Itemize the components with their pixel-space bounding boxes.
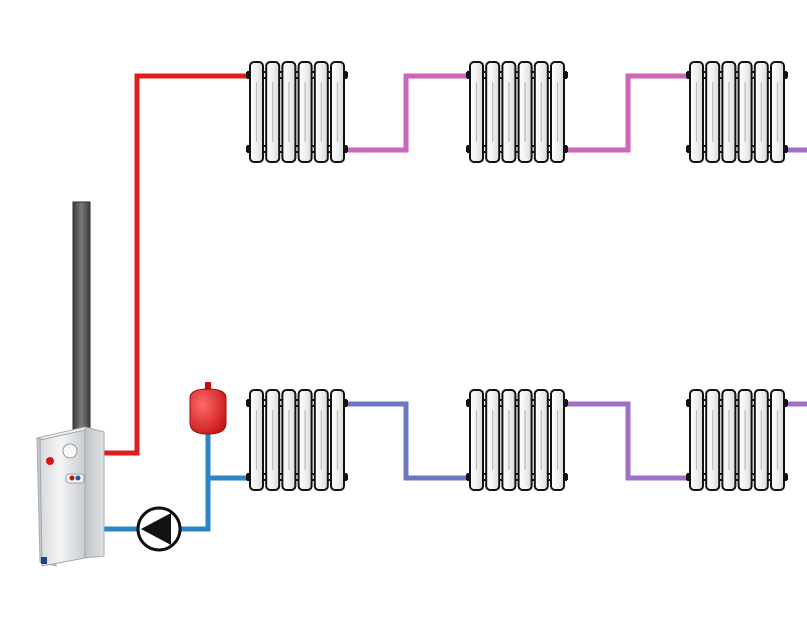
return-pipe — [180, 475, 250, 532]
radiator-end-cap — [784, 400, 788, 406]
supply-pipe — [104, 73, 250, 456]
gas-boiler-icon — [36, 426, 105, 567]
lower-link-pipe-1 — [346, 401, 470, 481]
radiator-end-cap — [564, 400, 568, 406]
chimney-pipe-icon — [72, 201, 91, 431]
radiator-end-cap — [344, 72, 348, 78]
radiator-end-cap — [246, 72, 250, 78]
upper-link-pipe-1 — [346, 73, 470, 153]
lower-link-pipe-2 — [566, 401, 690, 481]
pipework — [104, 73, 807, 532]
radiator-lower-2 — [466, 389, 568, 491]
radiator-end-cap — [784, 474, 788, 480]
radiator-end-cap — [564, 474, 568, 480]
radiator-end-cap — [686, 146, 690, 152]
circulation-pump-icon — [136, 506, 182, 552]
radiator-end-cap — [686, 474, 690, 480]
radiator-end-cap — [564, 72, 568, 78]
radiator-upper-2 — [466, 61, 568, 163]
radiator-end-cap — [686, 400, 690, 406]
radiator-end-cap — [344, 146, 348, 152]
radiator-end-cap — [466, 400, 470, 406]
radiator-end-cap — [344, 400, 348, 406]
upper-link-pipe-2 — [566, 73, 690, 153]
radiators — [246, 61, 788, 491]
radiator-upper-3 — [686, 61, 788, 163]
expansion-tank-icon — [189, 382, 227, 435]
radiator-end-cap — [246, 400, 250, 406]
radiator-end-cap — [246, 146, 250, 152]
radiator-end-cap — [466, 72, 470, 78]
radiator-end-cap — [246, 474, 250, 480]
radiator-upper-1 — [246, 61, 348, 163]
radiator-end-cap — [686, 72, 690, 78]
radiator-end-cap — [466, 474, 470, 480]
radiator-lower-1 — [246, 389, 348, 491]
radiator-end-cap — [784, 146, 788, 152]
radiator-end-cap — [784, 72, 788, 78]
radiator-end-cap — [344, 474, 348, 480]
radiator-lower-3 — [686, 389, 788, 491]
radiator-end-cap — [466, 146, 470, 152]
radiator-end-cap — [564, 146, 568, 152]
